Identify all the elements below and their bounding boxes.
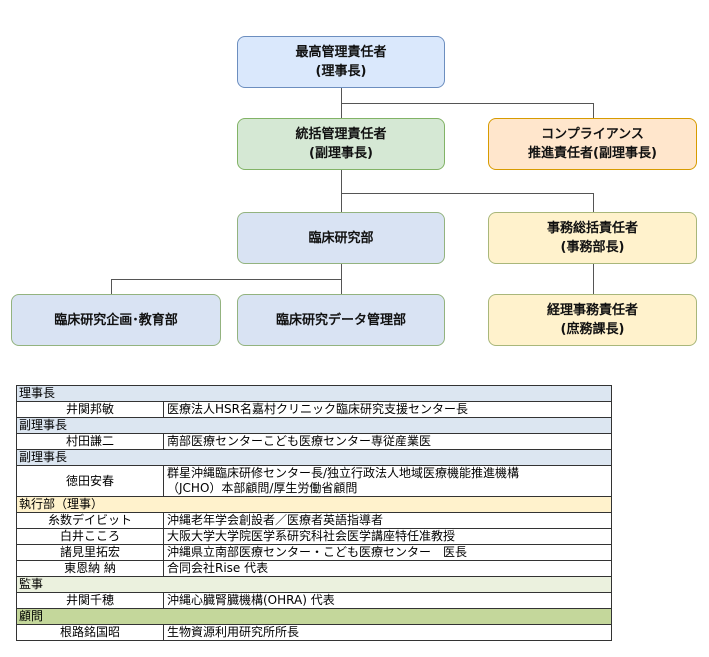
member-name: 根路銘国昭 [16,624,164,641]
member-name: 徳田安春 [16,465,164,497]
box-line: (副理事長) [309,146,373,161]
member-desc-cell: 群星沖縄臨床研修センター長/独立行政法人地域医療機能推進機構（JCHO）本部顧問… [163,465,612,497]
member-desc: 医療法人HSR名嘉村クリニック臨床研究支援センター長 [167,402,468,416]
section-title: 副理事長 [16,449,612,466]
table-row: 井関千穂沖縄心臓腎臓機構(OHRA) 代表 [16,592,612,609]
table-row: 根路銘国昭生物資源利用研究所所長 [16,624,612,641]
box-line: 臨床研究部 [308,230,374,246]
table-row: 諸見里拓宏沖縄県立南部医療センター・こども医療センター 医長 [16,544,612,561]
section-header: 顧問 [16,608,612,625]
box-line: 統括管理責任者 [295,127,387,142]
member-desc: 沖縄心臓腎臓機構(OHRA) 代表 [167,593,335,607]
table-row: 徳田安春群星沖縄臨床研修センター長/独立行政法人地域医療機能推進機構（JCHO）… [16,465,612,497]
box-office-manager: 事務総括責任者 (事務部長) [488,212,697,264]
member-desc: 沖縄県立南部医療センター・こども医療センター 医長 [167,545,468,559]
section-header: 執行部（理事） [16,496,612,513]
table-row: 村田謙二南部医療センターこども医療センター専従産業医 [16,433,612,450]
table-row: 糸数デイビット沖縄老年学会創設者／医療者英語指導者 [16,512,612,529]
section-title: 副理事長 [16,417,612,434]
member-desc-cell: 南部医療センターこども医療センター専従産業医 [163,433,612,450]
member-desc: 沖縄老年学会創設者／医療者英語指導者 [167,513,384,527]
box-line: 推進責任者(副理事長) [528,146,657,161]
member-name: 村田謙二 [16,433,164,450]
officers-table: 理事長井関邦敏医療法人HSR名嘉村クリニック臨床研究支援センター長副理事長村田謙… [16,385,612,641]
box-line: (理事長) [315,64,367,79]
member-desc-cell: 沖縄心臓腎臓機構(OHRA) 代表 [163,592,612,609]
box-line: 臨床研究データ管理部 [275,312,406,328]
section-title: 顧問 [16,608,612,625]
box-line: 最高管理責任者 [295,45,387,60]
table-row: 井関邦敏医療法人HSR名嘉村クリニック臨床研究支援センター長 [16,401,612,418]
box-line: 経理事務責任者 [546,303,638,318]
box-data-management: 臨床研究データ管理部 [237,294,445,346]
member-desc-cell: 医療法人HSR名嘉村クリニック臨床研究支援センター長 [163,401,612,418]
section-title: 理事長 [16,385,612,402]
member-desc-cell: 沖縄県立南部医療センター・こども医療センター 医長 [163,544,612,561]
box-compliance: コンプライアンス推進責任者(副理事長) [488,118,697,170]
member-desc-line2: （JCHO）本部顧問/厚生労働省顧問 [167,481,358,495]
member-name: 白井こころ [16,528,164,545]
box-line: 臨床研究企画･教育部 [54,312,178,328]
box-line: 事務総括責任者 [546,221,638,236]
box-clinical-research: 臨床研究部 [237,212,445,264]
section-header: 副理事長 [16,417,612,434]
member-name: 諸見里拓宏 [16,544,164,561]
member-desc-cell: 生物資源利用研究所所長 [163,624,612,641]
member-desc-cell: 大阪大学大学院医学系研究科社会医学講座特任准教授 [163,528,612,545]
member-desc: 合同会社Rise 代表 [167,561,269,575]
section-header: 監事 [16,576,612,593]
member-desc: 南部医療センターこども医療センター専従産業医 [167,434,432,448]
box-planning-education: 臨床研究企画･教育部 [11,294,221,346]
table-row: 白井こころ大阪大学大学院医学系研究科社会医学講座特任准教授 [16,528,612,545]
box-general-manager: 統括管理責任者 (副理事長) [237,118,445,170]
member-desc: 生物資源利用研究所所長 [167,625,300,639]
box-line: コンプライアンス [541,127,644,142]
box-top-manager: 最高管理責任者 (理事長) [237,36,445,88]
box-line: (庶務課長) [560,322,625,337]
member-desc-cell: 沖縄老年学会創設者／医療者英語指導者 [163,512,612,529]
member-name: 糸数デイビット [16,512,164,529]
section-header: 副理事長 [16,449,612,466]
section-header: 理事長 [16,385,612,402]
member-name: 井関邦敏 [16,401,164,418]
section-title: 執行部（理事） [16,496,612,513]
member-desc: 大阪大学大学院医学系研究科社会医学講座特任准教授 [167,529,456,543]
table-row: 東恩納 納合同会社Rise 代表 [16,560,612,577]
section-title: 監事 [16,576,612,593]
member-name: 東恩納 納 [16,560,164,577]
box-accounting: 経理事務責任者 (庶務課長) [488,294,697,346]
box-line: (事務部長) [560,240,625,255]
member-desc: 群星沖縄臨床研修センター長/独立行政法人地域医療機能推進機構 [167,466,520,480]
member-name: 井関千穂 [16,592,164,609]
member-desc-cell: 合同会社Rise 代表 [163,560,612,577]
